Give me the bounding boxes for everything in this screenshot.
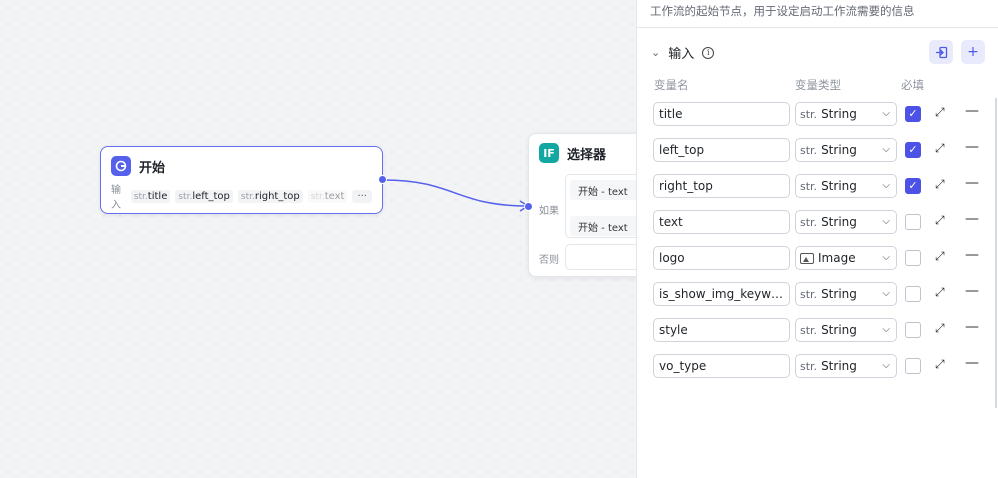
- required-checkbox[interactable]: ✓: [905, 178, 921, 194]
- start-output-port[interactable]: [378, 175, 387, 184]
- param-chip: str.left_top: [175, 189, 233, 203]
- required-checkbox[interactable]: ✓: [905, 142, 921, 158]
- start-node-config-panel: 工作流的起始节点，用于设定启动工作流需要的信息 ⌄ 输入 i + 变量名 变量类…: [636, 0, 998, 478]
- param-chip: str.right_top: [237, 189, 303, 203]
- import-button[interactable]: [929, 40, 953, 64]
- if-node-icon: IF: [539, 143, 559, 163]
- chevron-down-icon[interactable]: ⌄: [651, 46, 661, 59]
- start-node[interactable]: 开始 输入 str.title str.left_top str.right_t…: [100, 146, 387, 214]
- divider: [637, 27, 998, 28]
- expand-icon[interactable]: ⤢: [935, 105, 945, 119]
- variable-type-select[interactable]: str.String⌵: [795, 138, 897, 162]
- column-header-type: 变量类型: [795, 78, 841, 92]
- variable-name-input[interactable]: vo_type: [653, 354, 790, 378]
- variable-row: right_top str.String⌵ ✓ ⤢ —: [653, 174, 989, 198]
- variable-type-select[interactable]: str.String⌵: [795, 318, 897, 342]
- remove-icon[interactable]: —: [965, 355, 979, 371]
- remove-icon[interactable]: —: [965, 247, 979, 263]
- more-params-button[interactable]: ···: [352, 189, 372, 203]
- panel-description: 工作流的起始节点，用于设定启动工作流需要的信息: [650, 4, 915, 18]
- remove-icon[interactable]: —: [965, 319, 979, 335]
- else-label: 否则: [539, 255, 559, 266]
- panel-scrollbar[interactable]: [995, 98, 997, 408]
- info-icon[interactable]: i: [702, 46, 715, 59]
- chevron-down-icon: ⌵: [882, 288, 890, 299]
- required-checkbox[interactable]: [905, 286, 921, 302]
- selector-input-port[interactable]: [524, 202, 533, 211]
- required-checkbox[interactable]: [905, 322, 921, 338]
- chevron-down-icon: ⌵: [882, 324, 890, 335]
- variable-row: style str.String⌵ ⤢ —: [653, 318, 989, 342]
- remove-icon[interactable]: —: [965, 139, 979, 155]
- start-input-label: 输入: [111, 185, 121, 211]
- expand-icon[interactable]: ⤢: [935, 177, 945, 191]
- variable-type-select[interactable]: Image⌵: [795, 246, 897, 270]
- variable-row: left_top str.String⌵ ✓ ⤢ —: [653, 138, 989, 162]
- input-section-header[interactable]: ⌄ 输入 i: [651, 43, 715, 62]
- variable-type-select[interactable]: str.String⌵: [795, 102, 897, 126]
- variable-type-select[interactable]: str.String⌵: [795, 354, 897, 378]
- expand-icon[interactable]: ⤢: [935, 321, 945, 335]
- variable-row: text str.String⌵ ⤢ —: [653, 210, 989, 234]
- remove-icon[interactable]: —: [965, 103, 979, 119]
- expand-icon[interactable]: ⤢: [935, 141, 945, 155]
- param-chip: str.text: [307, 189, 348, 203]
- chevron-down-icon: ⌵: [882, 108, 890, 119]
- variable-name-input[interactable]: right_top: [653, 174, 790, 198]
- required-checkbox[interactable]: ✓: [905, 106, 921, 122]
- variable-row: vo_type str.String⌵ ⤢ —: [653, 354, 989, 378]
- param-chip: str.title: [130, 189, 171, 203]
- condition-item[interactable]: 开始 - text: [570, 216, 650, 236]
- chevron-down-icon: ⌵: [882, 144, 890, 155]
- variable-row: title str.String⌵ ✓ ⤢ —: [653, 102, 989, 126]
- column-header-required: 必填: [901, 78, 924, 92]
- if-label: 如果: [539, 206, 559, 217]
- selector-node-title: 选择器: [567, 147, 607, 163]
- chevron-down-icon: ⌵: [882, 252, 890, 263]
- variable-row: logo Image⌵ ⤢ —: [653, 246, 989, 270]
- start-node-icon: [111, 156, 131, 176]
- expand-icon[interactable]: ⤢: [935, 285, 945, 299]
- remove-icon[interactable]: —: [965, 283, 979, 299]
- variable-name-input[interactable]: is_show_img_keyw…: [653, 282, 790, 306]
- expand-icon[interactable]: ⤢: [935, 213, 945, 227]
- expand-icon[interactable]: ⤢: [935, 357, 945, 371]
- chevron-down-icon: ⌵: [882, 216, 890, 227]
- start-node-title: 开始: [139, 160, 166, 176]
- section-title: 输入: [668, 47, 695, 62]
- variable-type-select[interactable]: str.String⌵: [795, 282, 897, 306]
- condition-item[interactable]: 开始 - text: [570, 180, 650, 200]
- add-variable-button[interactable]: +: [961, 40, 985, 64]
- column-header-name: 变量名: [654, 78, 689, 92]
- image-icon: [800, 252, 814, 264]
- chevron-down-icon: ⌵: [882, 180, 890, 191]
- variable-type-select[interactable]: str.String⌵: [795, 210, 897, 234]
- required-checkbox[interactable]: [905, 214, 921, 230]
- variable-name-input[interactable]: left_top: [653, 138, 790, 162]
- required-checkbox[interactable]: [905, 250, 921, 266]
- variable-row: is_show_img_keyw… str.String⌵ ⤢ —: [653, 282, 989, 306]
- variable-type-select[interactable]: str.String⌵: [795, 174, 897, 198]
- required-checkbox[interactable]: [905, 358, 921, 374]
- variable-name-input[interactable]: title: [653, 102, 790, 126]
- variable-name-input[interactable]: logo: [653, 246, 790, 270]
- chevron-down-icon: ⌵: [882, 360, 890, 371]
- remove-icon[interactable]: —: [965, 211, 979, 227]
- expand-icon[interactable]: ⤢: [935, 249, 945, 263]
- variable-name-input[interactable]: style: [653, 318, 790, 342]
- variable-name-input[interactable]: text: [653, 210, 790, 234]
- remove-icon[interactable]: —: [965, 175, 979, 191]
- selector-node[interactable]: IF 选择器 如果 开始 - text 开始 - text 否则: [524, 133, 655, 277]
